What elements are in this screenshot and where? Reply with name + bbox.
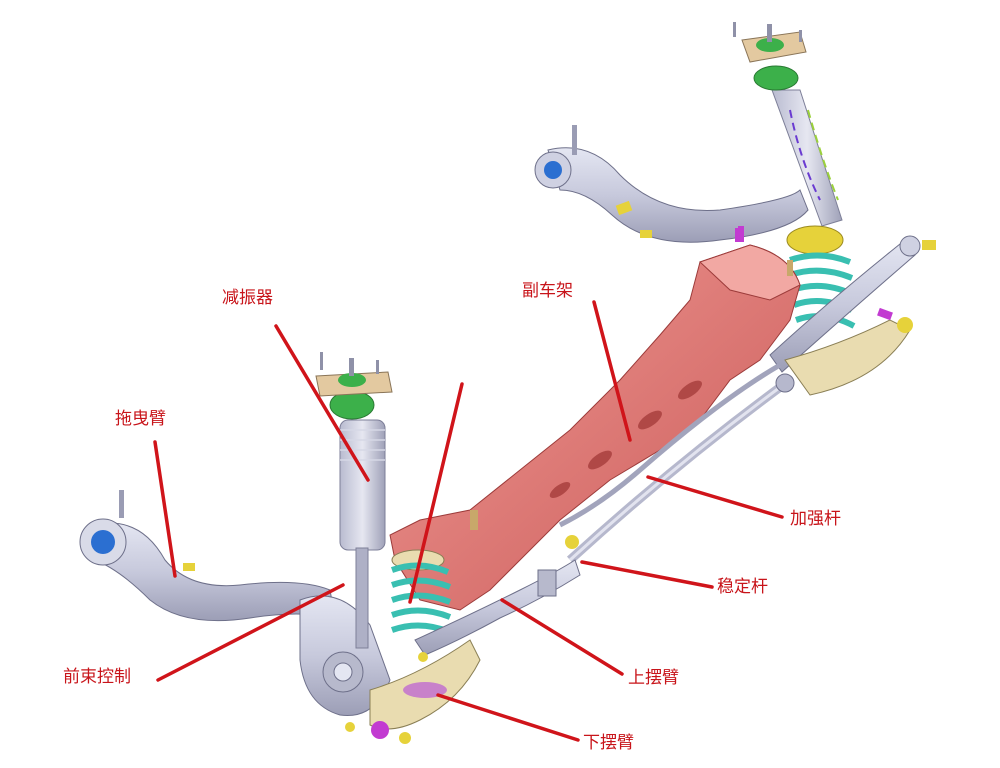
stabilizer-bar bbox=[558, 362, 782, 549]
label-subframe: 副车架 bbox=[522, 281, 573, 301]
leader-subframe bbox=[592, 300, 632, 442]
near-spring bbox=[390, 549, 452, 635]
near-trailing-arm bbox=[79, 490, 336, 622]
far-shock-absorber bbox=[733, 22, 843, 227]
label-stabilizer-bar: 稳定杆 bbox=[717, 577, 768, 597]
label-shock-absorber: 减振器 bbox=[222, 288, 273, 308]
near-upper-arm bbox=[414, 559, 581, 656]
far-upper-arm bbox=[769, 235, 936, 373]
leader-stabilizer-bar bbox=[580, 560, 714, 589]
label-toe-control-link: 前束控制 bbox=[63, 667, 131, 687]
label-lower-control-arm: 下摆臂 bbox=[583, 733, 634, 753]
leader-lower-arm bbox=[436, 693, 580, 742]
reinforcement-bar bbox=[566, 373, 795, 564]
label-trailing-arm: 拖曳臂 bbox=[115, 409, 166, 429]
leader-reinforcement-bar bbox=[646, 475, 784, 519]
leader-toe-control bbox=[156, 583, 345, 682]
leader-lines bbox=[153, 300, 784, 742]
label-upper-control-arm: 上摆臂 bbox=[628, 668, 679, 688]
leader-upper-arm bbox=[500, 598, 624, 676]
leader-shock-absorber bbox=[274, 324, 370, 482]
far-trailing-arm bbox=[534, 125, 809, 243]
leader-spring bbox=[408, 382, 464, 604]
leader-trailing-arm bbox=[153, 440, 177, 578]
near-lower-arm bbox=[345, 639, 481, 744]
label-reinforcement-bar: 加强杆 bbox=[790, 509, 841, 529]
